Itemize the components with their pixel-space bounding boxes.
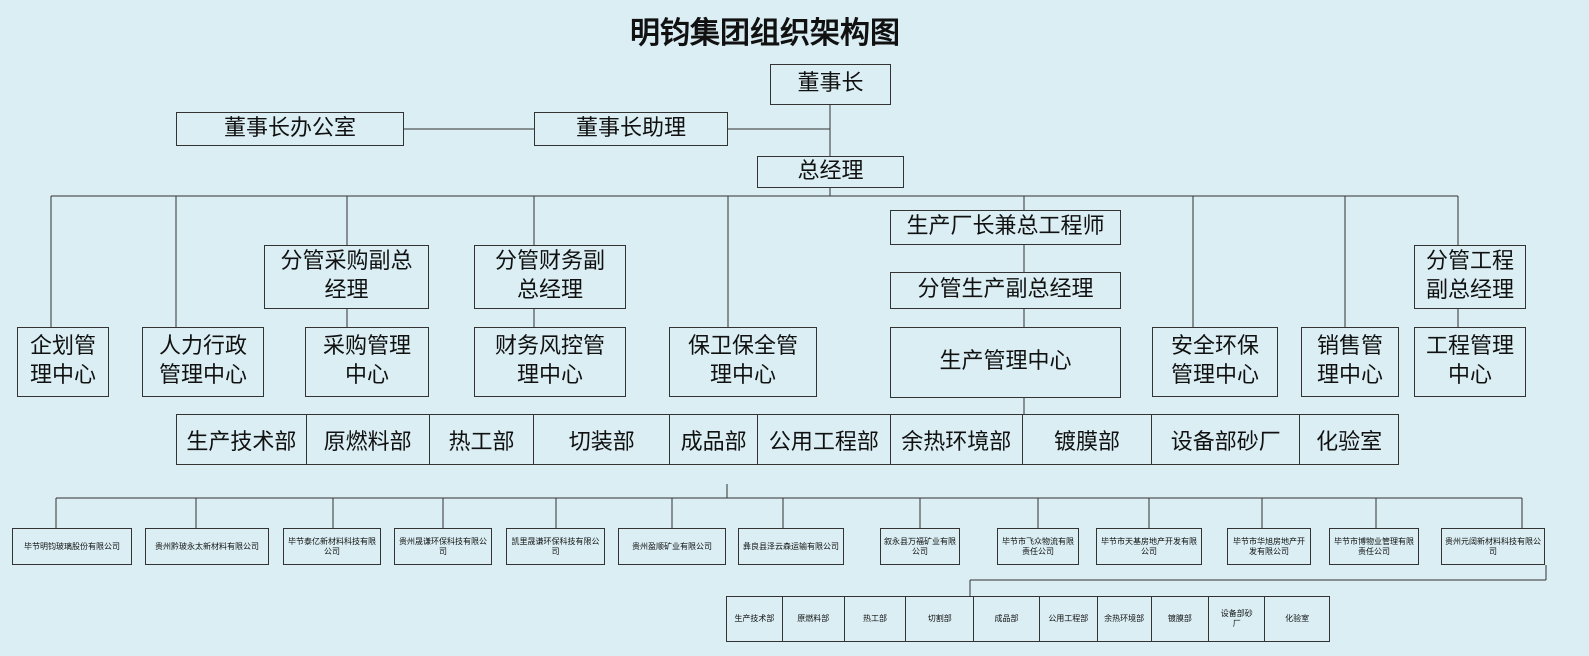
sub-department-cell: 设备部砂厂	[1209, 597, 1266, 641]
center-sales: 销售管理中心	[1301, 327, 1399, 397]
node-production-vp: 分管生产副总经理	[890, 272, 1121, 309]
company-box: 毕节市博物业管理有限责任公司	[1329, 528, 1419, 565]
sub-department-strip: 生产技术部 原燃料部 热工部 切割部 成品部 公用工程部 余热环境部 镀膜部 设…	[726, 596, 1330, 642]
department-cell: 公用工程部	[758, 415, 891, 464]
sub-department-cell: 化验室	[1285, 614, 1310, 624]
company-box: 毕节市华旭房地产开发有限公司	[1227, 528, 1311, 565]
sub-department-cell: 成品部	[974, 597, 1040, 641]
company-box: 叙永县万福矿业有限公司	[880, 528, 960, 565]
department-cell: 成品部	[670, 415, 759, 464]
node-plant-director: 生产厂长兼总工程师	[890, 210, 1121, 245]
company-box: 贵州晟谦环保科技有限公司	[394, 528, 492, 565]
company-box: 凯里晟谦环保科技有限公司	[506, 528, 605, 565]
sub-department-cell: 热工部	[845, 597, 907, 641]
department-cell: 余热环境部	[891, 415, 1023, 464]
sub-department-cell: 余热环境部	[1098, 597, 1152, 641]
department-cell: 化验室	[1316, 429, 1383, 455]
company-box: 毕节明钧玻璃股份有限公司	[12, 528, 132, 565]
node-procurement-vp: 分管采购副总经理	[264, 245, 429, 309]
department-strip: 生产技术部 原燃料部 热工部 切装部 成品部 公用工程部 余热环境部 镀膜部 设…	[176, 414, 1399, 465]
center-engineering: 工程管理中心	[1414, 327, 1526, 397]
node-chairman: 董事长	[770, 64, 891, 105]
page-title: 明钧集团组织架构图	[630, 16, 900, 51]
department-cell: 热工部	[430, 415, 535, 464]
company-box: 贵州元阔新材料科技有限公司	[1441, 528, 1545, 565]
center-procurement: 采购管理中心	[305, 327, 429, 397]
department-cell: 设备部砂厂	[1152, 415, 1301, 464]
sub-department-cell: 公用工程部	[1040, 597, 1098, 641]
sub-department-cell: 原燃料部	[783, 597, 845, 641]
center-hr-admin: 人力行政管理中心	[142, 327, 264, 397]
sub-department-cell: 镀膜部	[1152, 597, 1210, 641]
company-box: 贵州黔玻永太新材料有限公司	[145, 528, 269, 565]
node-chairman-assistant: 董事长助理	[534, 112, 728, 146]
company-box: 彝良县泽云森运输有限公司	[738, 528, 844, 565]
company-box: 贵州盈顺矿业有限公司	[618, 528, 726, 565]
node-chairman-office: 董事长办公室	[176, 112, 404, 146]
center-production: 生产管理中心	[890, 327, 1121, 398]
department-cell: 镀膜部	[1023, 415, 1153, 464]
center-finance-risk: 财务风控管理中心	[474, 327, 626, 397]
department-cell: 原燃料部	[307, 415, 430, 464]
company-box: 毕节市天基房地产开发有限公司	[1096, 528, 1202, 565]
sub-department-cell: 生产技术部	[727, 597, 783, 641]
center-safety-env: 安全环保管理中心	[1152, 327, 1278, 397]
center-security: 保卫保全管理中心	[669, 327, 817, 397]
node-general-manager: 总经理	[757, 156, 904, 188]
company-box: 毕节市飞众物流有限责任公司	[997, 528, 1079, 565]
node-engineering-vp: 分管工程副总经理	[1414, 245, 1526, 309]
node-finance-vp: 分管财务副总经理	[474, 245, 626, 309]
department-cell: 切装部	[534, 415, 671, 464]
sub-department-cell: 切割部	[906, 597, 975, 641]
company-box: 毕节泰亿新材料科技有限公司	[283, 528, 381, 565]
department-cell: 生产技术部	[177, 415, 307, 464]
center-planning: 企划管理中心	[17, 327, 109, 397]
